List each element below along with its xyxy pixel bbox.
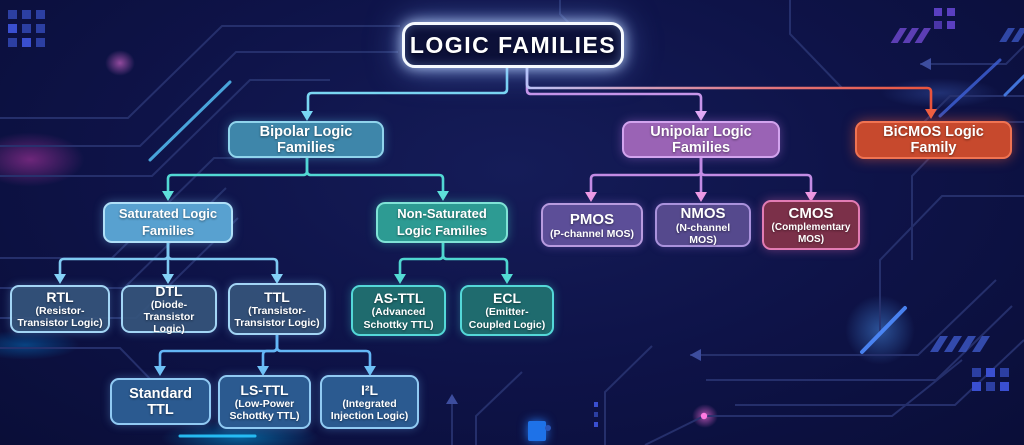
- node-label: BiCMOS Logic Family: [883, 124, 984, 156]
- node-as-ttl: AS-TTL (Advanced Schottky TTL): [351, 285, 446, 336]
- node-label: NMOS: [680, 204, 726, 222]
- node-sublabel: (Resistor-Transistor Logic): [17, 304, 103, 329]
- node-saturated-logic-families: Saturated Logic Families: [103, 202, 233, 243]
- node-sublabel: (Transistor-Transistor Logic): [234, 304, 320, 329]
- node-label: I²L: [360, 381, 379, 398]
- node-label: Non-Saturated Logic Families: [396, 206, 488, 238]
- edge-bipolar-nonsaturated: [305, 156, 445, 194]
- node-label: ECL: [493, 290, 521, 307]
- node-non-saturated-logic-families: Non-Saturated Logic Families: [376, 202, 508, 243]
- node-cmos: CMOS (Complementary MOS): [762, 200, 860, 250]
- node-label: LS-TTL: [240, 381, 289, 398]
- node-rtl: RTL (Resistor-Transistor Logic): [10, 285, 110, 333]
- node-label: Unipolar Logic Families: [650, 123, 752, 156]
- node-ls-ttl: LS-TTL (Low-Power Schottky TTL): [218, 375, 311, 429]
- node-standard-ttl: Standard TTL: [110, 378, 211, 425]
- node-sublabel: (P-channel MOS): [549, 227, 634, 240]
- node-label: CMOS: [788, 205, 834, 222]
- node-label: Standard TTL: [129, 385, 192, 418]
- node-ecl: ECL (Emitter-Coupled Logic): [460, 285, 554, 336]
- edge-arrowheads: [54, 109, 937, 376]
- glow-traces: [148, 58, 1024, 438]
- node-sublabel: (Integrated Injection Logic): [330, 397, 409, 422]
- edge-nonsaturated-asttl: [398, 241, 445, 277]
- node-ttl: TTL (Transistor-Transistor Logic): [228, 283, 326, 335]
- node-sublabel: (Diode-Transistor Logic): [143, 298, 195, 336]
- trace-arrowheads: [446, 58, 931, 404]
- edge-title-bipolar: [306, 66, 509, 114]
- node-bipolar-logic-families: Bipolar Logic Families: [228, 121, 384, 158]
- chip-pad-grid: [8, 8, 1009, 427]
- edge-nonsaturated-ecl: [441, 241, 509, 277]
- edge-bipolar-saturated: [166, 156, 309, 194]
- edge-ttl-lsttl: [261, 333, 279, 369]
- edge-saturated-rtl: [58, 241, 170, 277]
- edge-saturated-ttl: [166, 241, 279, 277]
- edge-title-unipolar: [525, 66, 703, 114]
- node-sublabel: (N-channel MOS): [675, 221, 731, 246]
- node-label: DTL: [155, 282, 183, 299]
- node-bicmos-logic-family: BiCMOS Logic Family: [855, 121, 1012, 159]
- node-nmos: NMOS (N-channel MOS): [655, 203, 751, 247]
- node-sublabel: (Emitter-Coupled Logic): [468, 306, 546, 331]
- page-title: LOGIC FAMILIES: [409, 31, 617, 58]
- edge-ttl-stdttl: [158, 333, 279, 369]
- node-pmos: PMOS (P-channel MOS): [541, 203, 643, 247]
- node-sublabel: (Advanced Schottky TTL): [363, 306, 434, 331]
- node-label: Bipolar Logic Families: [259, 123, 353, 156]
- node-unipolar-logic-families: Unipolar Logic Families: [622, 121, 780, 158]
- node-sublabel: (Complementary MOS): [771, 222, 851, 245]
- node-i2l: I²L (Integrated Injection Logic): [320, 375, 419, 429]
- node-label: PMOS: [569, 210, 615, 228]
- edge-unipolar-cmos: [699, 156, 813, 195]
- node-logic-families-title: LOGIC FAMILIES: [402, 22, 624, 68]
- node-label: AS-TTL: [373, 290, 424, 307]
- node-sublabel: (Low-Power Schottky TTL): [229, 397, 300, 422]
- node-label: Saturated Logic Families: [118, 206, 218, 238]
- slanted-bars: [890, 28, 1024, 352]
- node-label: RTL: [46, 288, 74, 305]
- edge-title-bicmos: [525, 66, 933, 112]
- node-label: TTL: [264, 288, 290, 305]
- edge-unipolar-pmos: [589, 156, 703, 195]
- node-dtl: DTL (Diode-Transistor Logic): [121, 282, 217, 336]
- edge-ttl-i2l: [275, 333, 372, 369]
